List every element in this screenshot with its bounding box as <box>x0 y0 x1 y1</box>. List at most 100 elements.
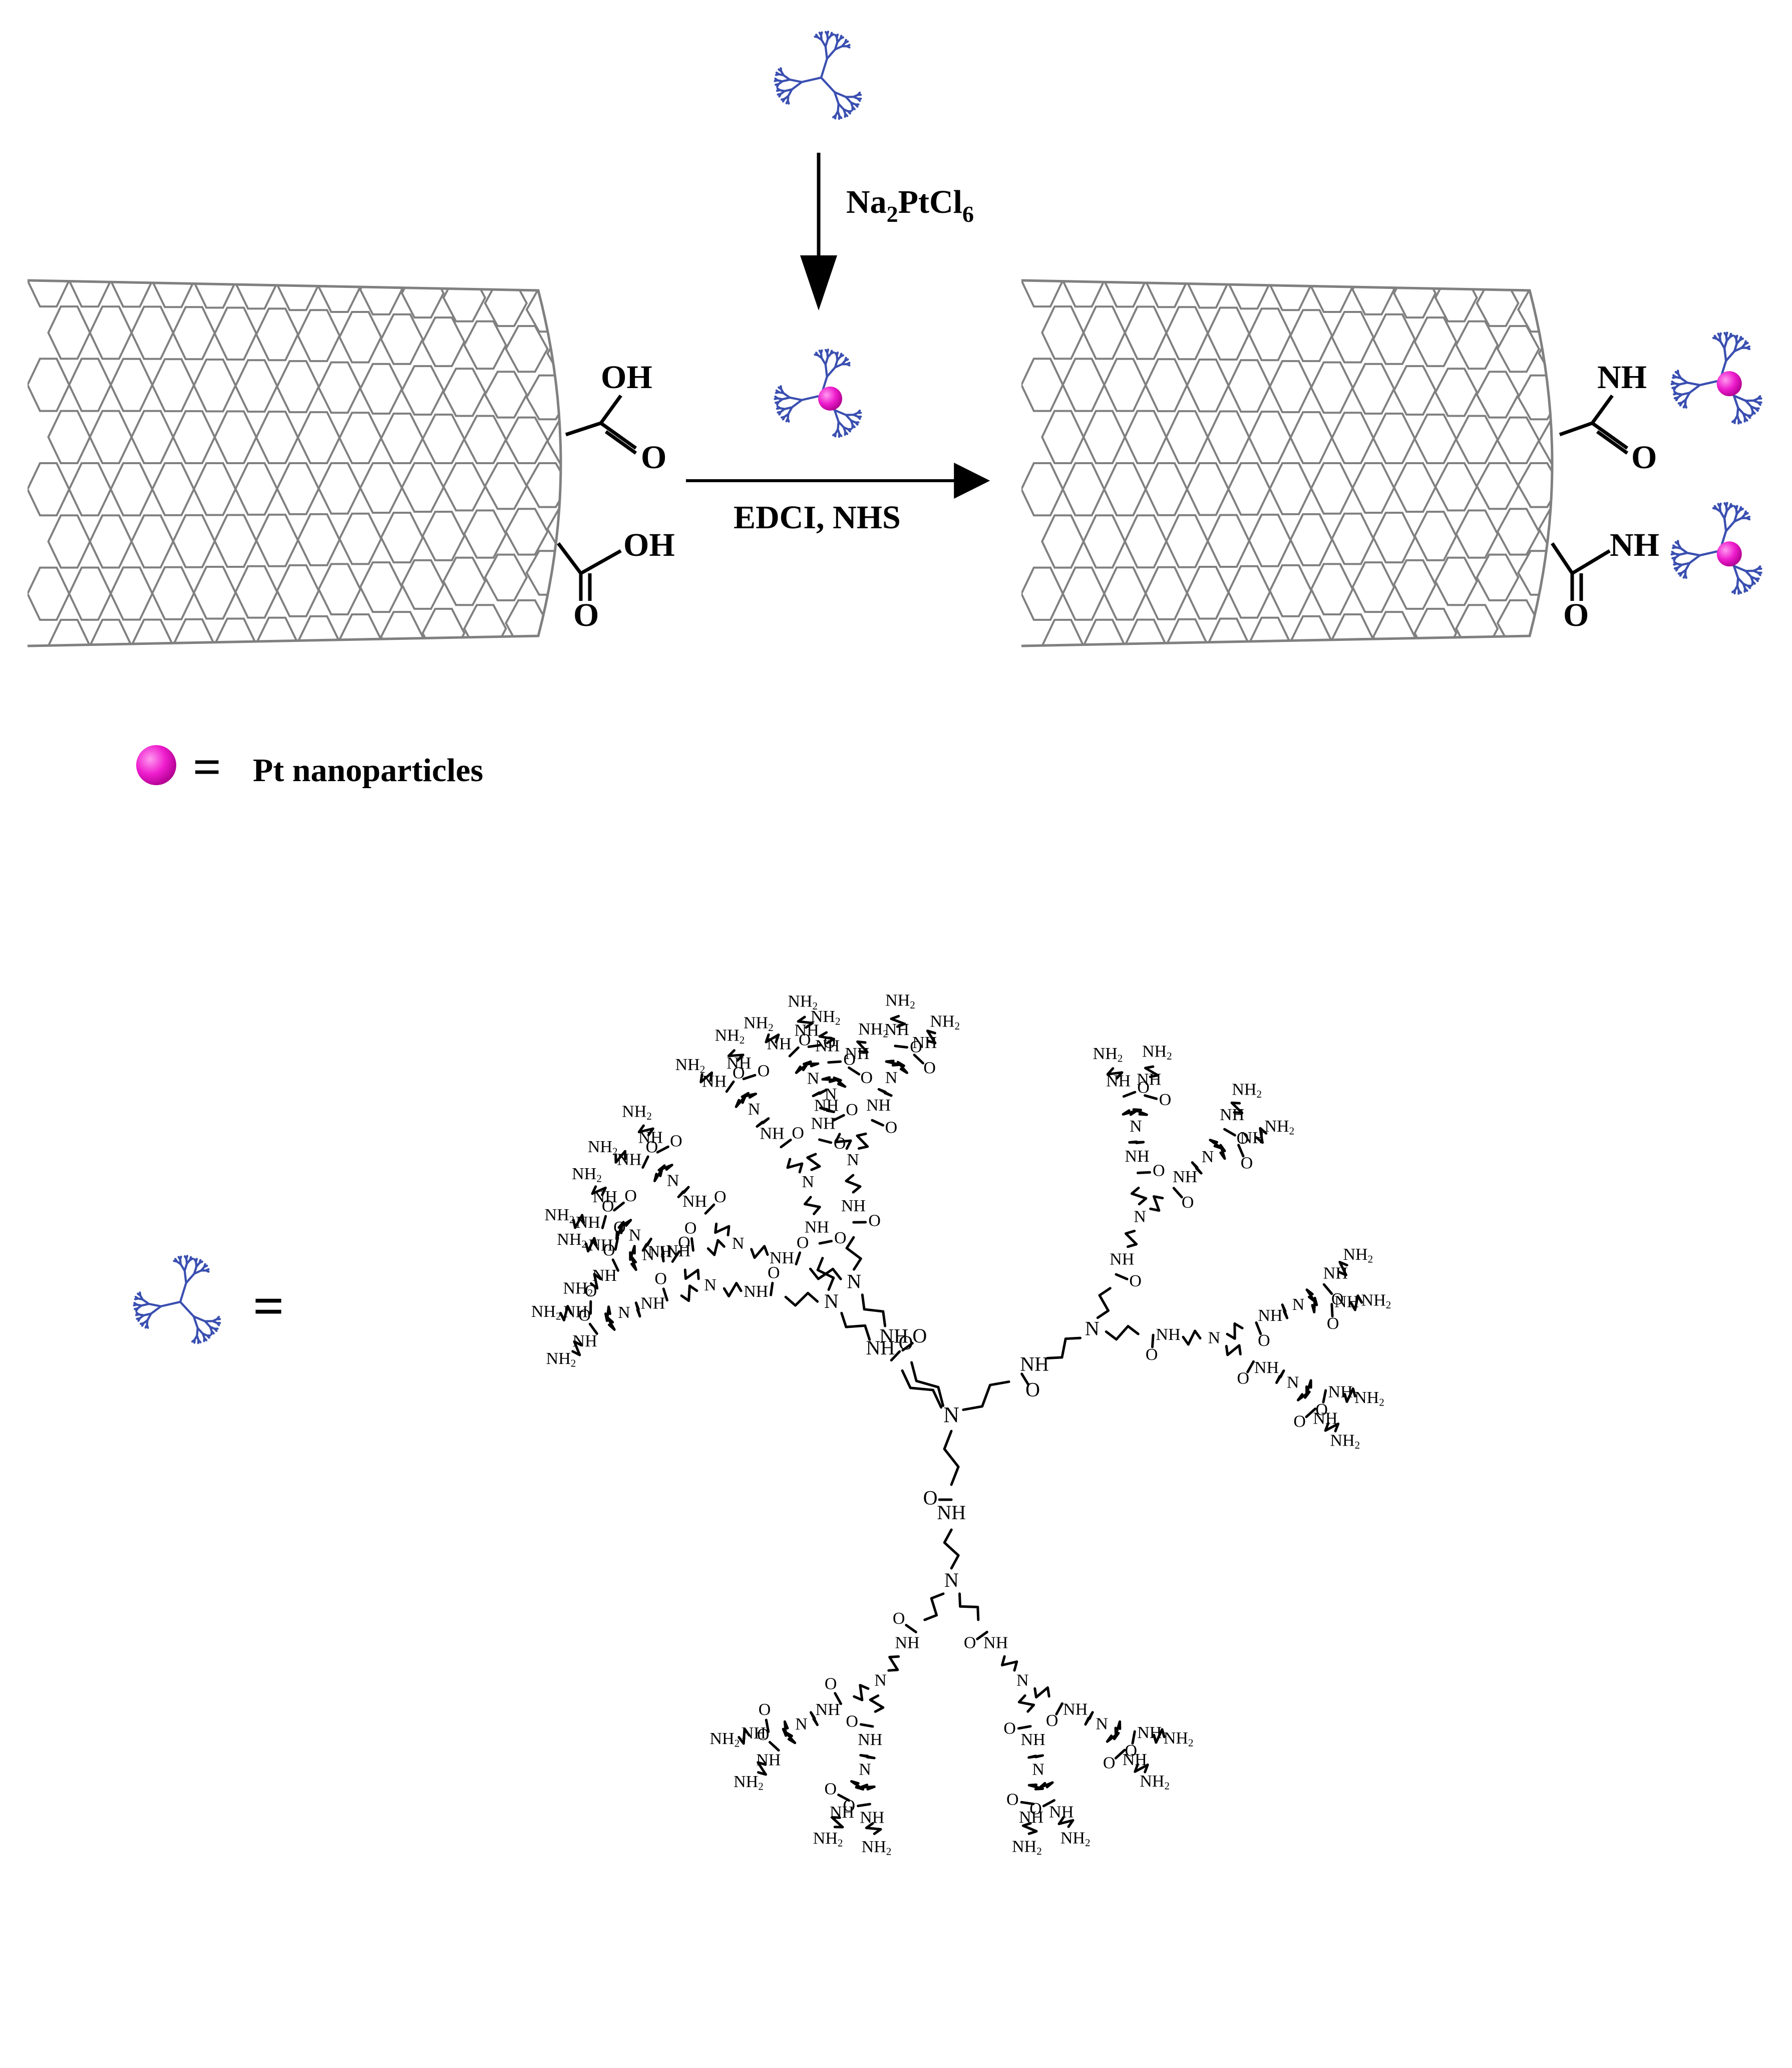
terminal-nh2: NH2 <box>1354 1389 1384 1409</box>
terminal-nh2: NH2 <box>1232 1080 1262 1100</box>
reagent-edci-nhs: EDCI, NHS <box>734 499 901 536</box>
carbonyl-o: O <box>578 1306 591 1324</box>
carbonyl-o: O <box>797 1233 809 1252</box>
carbonyl-o: O <box>910 1038 922 1056</box>
branch-n: N <box>885 1069 898 1087</box>
carbonyl-o: O <box>733 1064 745 1082</box>
carbonyl-o: O <box>1025 1378 1040 1401</box>
amide-nh: NH <box>1110 1250 1134 1268</box>
carbonyl-o: O <box>714 1188 727 1206</box>
terminal-nh2: NH2 <box>1060 1829 1091 1849</box>
amide-nh: NH <box>727 1054 751 1073</box>
terminal-nh2: NH2 <box>531 1302 561 1322</box>
branch-n: N <box>618 1303 630 1322</box>
amide-nh: NH <box>1220 1106 1244 1124</box>
reagent-na2ptcl6: Na2PtCl6 <box>846 184 974 227</box>
terminal-nh2: NH2 <box>709 1730 740 1750</box>
attached-dendrimer-lower <box>1670 502 1762 595</box>
carbonyl-o: O <box>1129 1272 1142 1290</box>
carbonyl-o: O <box>964 1634 976 1652</box>
svg-text:Na2PtCl6: Na2PtCl6 <box>846 184 974 227</box>
carbonyl-o: O <box>1241 1154 1253 1172</box>
amide-nh: NH <box>885 1020 909 1039</box>
amide-nh: NH <box>756 1751 781 1769</box>
amide-nh: NH <box>830 1803 854 1822</box>
amide-nh: NH <box>866 1336 895 1359</box>
branch-n: N <box>874 1671 887 1690</box>
amide-nh: NH <box>795 1021 819 1040</box>
nanotube-lattice <box>1021 279 1554 647</box>
amide-nh: NH <box>814 1097 839 1115</box>
amide-nh: NH <box>593 1188 617 1206</box>
terminal-nh2: NH2 <box>885 991 915 1011</box>
amide-nh: NH <box>937 1501 966 1524</box>
terminal-nh2: NH2 <box>563 1279 593 1299</box>
carbonyl-o: O <box>1237 1369 1250 1388</box>
terminal-nh2: NH2 <box>572 1165 602 1185</box>
branch-n: N <box>847 1270 861 1292</box>
carbonyl-o: O <box>1103 1754 1116 1772</box>
carbonyl-o: O <box>758 1062 770 1080</box>
branch-n: N <box>748 1100 761 1119</box>
carbonyl-o: O <box>1258 1331 1270 1350</box>
middle-dendrimer-pt-icon <box>774 349 862 438</box>
amide-nh: NH <box>1328 1383 1353 1401</box>
hydroxyl-label-lower: OH <box>623 527 675 563</box>
terminal-nh2: NH2 <box>858 1020 888 1040</box>
carbonyl-o: O <box>624 1187 637 1205</box>
amide-nh: NH <box>648 1243 672 1261</box>
branch-n: N <box>1096 1715 1108 1734</box>
carbonyl-o: O <box>684 1219 697 1237</box>
carbonyl-o: O <box>825 1780 837 1799</box>
amide-nh: NH <box>1258 1306 1282 1325</box>
carbonyl-o: O <box>1029 1800 1042 1818</box>
amide-nh: NH <box>573 1332 597 1350</box>
branch-n: N <box>859 1761 871 1779</box>
amide-nh: NH <box>702 1072 727 1091</box>
pt-nanoparticle <box>1716 541 1742 567</box>
amide-nh: NH <box>866 1096 891 1115</box>
branch-n: N <box>704 1276 716 1294</box>
terminal-nh2: NH2 <box>813 1829 843 1849</box>
branch-n: N <box>824 1290 839 1312</box>
carbonyl-label-lower: O <box>573 597 599 633</box>
branch-n: N <box>1208 1328 1221 1347</box>
branch-n: N <box>847 1151 859 1169</box>
nh-label-lower: NH <box>1610 527 1659 563</box>
o-label-upper: O <box>1631 439 1657 476</box>
amide-nh: NH <box>1021 1731 1045 1749</box>
carbonyl-o: O <box>843 1797 856 1815</box>
amide-nh: NH <box>815 1037 840 1056</box>
carbonyl-o: O <box>868 1211 881 1230</box>
carbonyl-o: O <box>843 1051 856 1069</box>
carbonyl-o: O <box>1146 1345 1158 1364</box>
amide-nh: NH <box>983 1633 1008 1652</box>
carbonyl-o: O <box>825 1675 837 1693</box>
amide-nh: NH <box>1019 1808 1043 1827</box>
amide-nh: NH <box>1123 1751 1147 1769</box>
hydroxyl-label-upper: OH <box>601 359 652 396</box>
terminal-nh2: NH2 <box>862 1838 892 1858</box>
terminal-nh2: NH2 <box>1093 1045 1123 1065</box>
carbonyl-o: O <box>885 1119 898 1137</box>
amide-nh: NH <box>1313 1410 1337 1428</box>
attached-dendrimer-upper <box>1670 331 1762 425</box>
terminal-nh2: NH2 <box>546 1349 576 1369</box>
amide-nh: NH <box>1137 1071 1161 1089</box>
left-nanotube: OH O OH O <box>27 279 675 647</box>
carbonyl-o: O <box>603 1241 615 1259</box>
amide-nh: NH <box>770 1249 794 1267</box>
terminal-nh2: NH2 <box>811 1007 841 1027</box>
branch-n: N <box>629 1226 641 1244</box>
branch-n: N <box>1134 1207 1146 1226</box>
pt-nanoparticle <box>818 387 842 411</box>
terminal-nh2: NH2 <box>1330 1431 1360 1451</box>
branch-n: N <box>1032 1760 1044 1779</box>
dendrimer-with-pt-icon <box>774 349 862 438</box>
carbonyl-o: O <box>1327 1314 1339 1333</box>
dendrimer-legend-equals: = <box>253 1275 284 1336</box>
amide-nh: NH <box>1240 1129 1265 1147</box>
carbonyl-o: O <box>1046 1711 1058 1730</box>
amide-nh: NH <box>805 1218 829 1236</box>
